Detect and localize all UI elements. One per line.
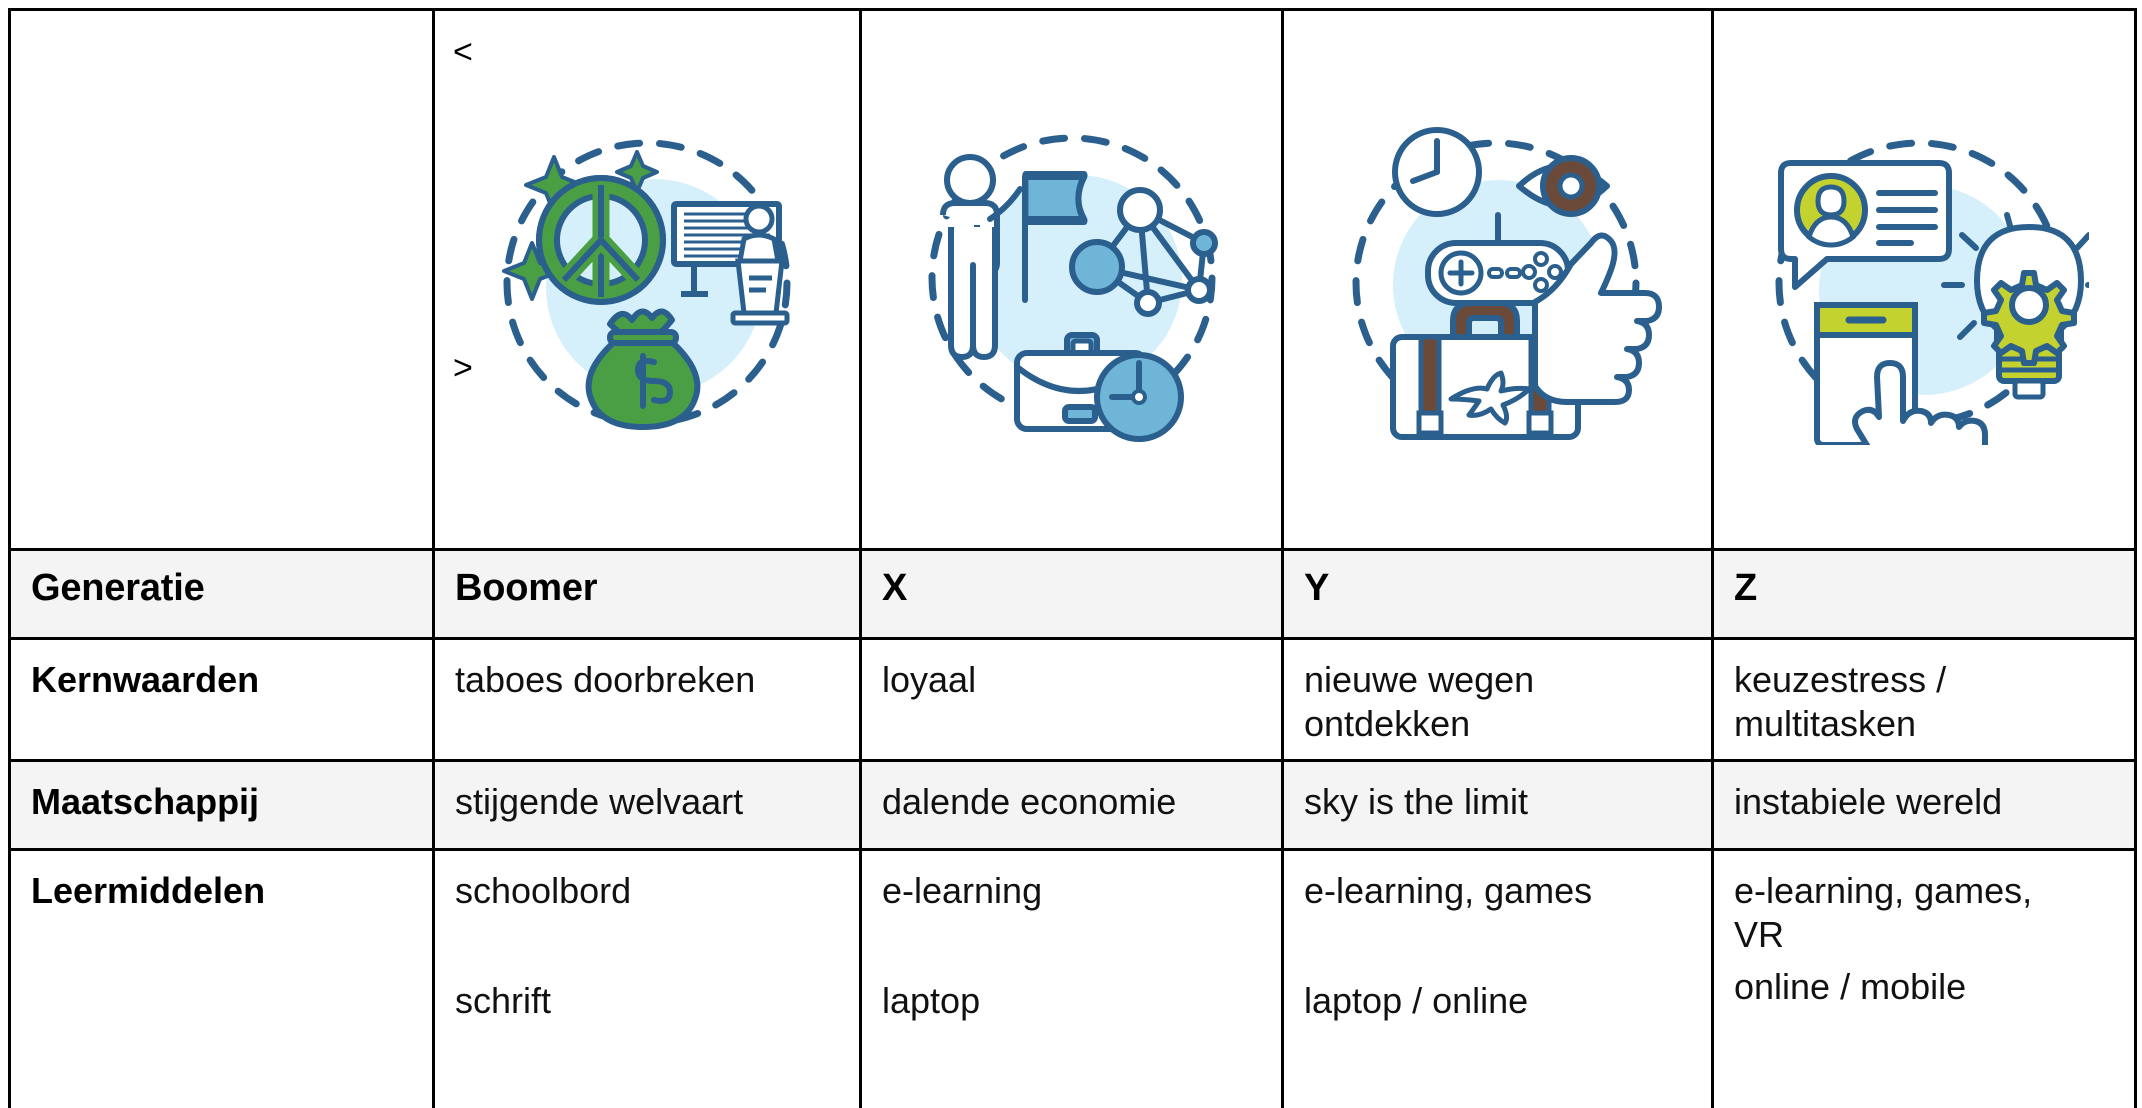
lightbulb-gear-icon [1941,211,2089,399]
illustration-cell-boomer: < > [432,8,862,551]
cell-text: nieuwe wegen ontdekken [1284,640,1711,746]
generations-table: < > [8,8,2137,1108]
cell-kernwaarden-boomer: taboes doorbreken [432,637,862,762]
thumbs-up-icon [1531,232,1662,405]
smartphone-icon [1814,301,1918,445]
row-label-maatschappij: Maatschappij [11,762,432,824]
cell-text: loyaal [882,659,977,700]
cell-maatschappij-z: instabiele wereld [1711,759,2137,851]
clock-icon [1391,126,1482,217]
illustration-empty-cell [8,8,435,551]
cell-text-line-2: VR [1734,913,1785,955]
row-label-cell-maatschappij: Maatschappij [8,759,435,851]
money-bag-icon [585,308,701,430]
row-label-cell-leermiddelen: Leermiddelen [8,848,435,1108]
header-label-z: Z [1734,567,1758,609]
header-label-boomer: Boomer [455,567,598,609]
cell-maatschappij-x: dalende economie [859,759,1284,851]
table-row-leermiddelen: Leermiddelen schoolbord schrift e-learni… [8,848,2137,1108]
network-nodes-icon [1068,186,1218,317]
cell-maatschappij-boomer: stijgende welvaart [432,759,862,851]
cell-text-line-1: e-learning [882,870,1043,911]
row-label-kernwaarden: Kernwaarden [31,659,260,700]
cell-text: dalende economie [862,762,1281,824]
cell-text-line-2: laptop [882,979,981,1021]
cell-text-line-1: nieuwe wegen [1304,659,1535,700]
cell-text: schoolbord schrift [435,851,859,1023]
table-row-kernwaarden: Kernwaarden taboes doorbreken loyaal nie… [8,637,2137,762]
table-row-maatschappij: Maatschappij stijgende welvaart dalende … [8,759,2137,851]
cell-text-line-1: keuzestress / [1734,659,1947,700]
row-label-cell-kernwaarden: Kernwaarden [8,637,435,762]
cell-text-line-1: schoolbord [455,870,632,911]
cell-text: keuzestress / multitasken [1714,640,2134,746]
travel-suitcase-icon [1389,299,1581,440]
illustration-cell-x [859,8,1284,551]
cell-leermiddelen-x: e-learning laptop [859,848,1284,1108]
cell-text: taboes doorbreken [455,659,756,700]
cell-leermiddelen-boomer: schoolbord schrift [432,848,862,1108]
cell-text: e-learning laptop [862,851,1281,1023]
cell-text-line-2: multitasken [1734,702,1917,744]
peace-sign-icon [536,174,666,305]
generation-x-illustration [928,134,1218,442]
generation-y-illustration [1352,126,1662,440]
table-header-row: Generatie Boomer X Y Z [8,548,2137,640]
illustration-row: < > [8,8,2137,551]
illustration-cell-y [1281,8,1714,551]
cell-text: e-learning, games, VR online / mobile [1714,851,2134,1009]
sparkle-icon [502,149,659,301]
header-label-x: X [882,567,908,609]
speaker-podium-icon [730,203,790,325]
header-cell-y: Y [1281,548,1714,640]
cell-text-line-2: laptop / online [1304,979,1529,1021]
generation-z-illustration [1775,139,2089,445]
gear-icon [1981,269,2077,366]
illustration-cell-z [1711,8,2137,551]
boomer-illustration [502,139,791,430]
row-label-leermiddelen: Leermiddelen [31,870,266,911]
cell-kernwaarden-x: loyaal [859,637,1284,762]
cell-text-line-3: online / mobile [1734,965,1967,1007]
airplane-icon [1448,370,1531,425]
pointing-hand-icon [1852,359,1988,445]
header-cell-generatie: Generatie [8,548,435,640]
person-with-flag-icon [939,153,1088,360]
clock-icon [1093,351,1184,442]
header-label-y: Y [1304,567,1330,609]
cell-text: instabiele wereld [1714,762,2134,824]
cell-text: e-learning, games laptop / online [1284,851,1711,1023]
cell-text-line-2: ontdekken [1304,702,1471,744]
cell-kernwaarden-z: keuzestress / multitasken [1711,637,2137,762]
chat-bubble-avatar-icon [1778,159,1952,290]
header-cell-boomer: Boomer [432,548,862,640]
cell-text-line-1: e-learning, games, [1734,870,2033,911]
chevron-right-glyph: > [453,349,473,387]
header-cell-x: X [859,548,1284,640]
eye-icon [1515,154,1610,217]
cell-text: stijgende welvaart [435,762,859,824]
header-cell-z: Z [1711,548,2137,640]
cell-leermiddelen-z: e-learning, games, VR online / mobile [1711,848,2137,1108]
game-controller-icon [1424,211,1571,306]
cell-maatschappij-y: sky is the limit [1281,759,1714,851]
chevron-left-glyph: < [453,33,473,71]
header-label-generatie: Generatie [31,567,205,609]
cell-leermiddelen-y: e-learning, games laptop / online [1281,848,1714,1108]
cell-text: sky is the limit [1284,762,1711,824]
cell-text-line-1: e-learning, games [1304,870,1593,911]
cell-kernwaarden-y: nieuwe wegen ontdekken [1281,637,1714,762]
cell-text-line-2: schrift [455,979,552,1021]
